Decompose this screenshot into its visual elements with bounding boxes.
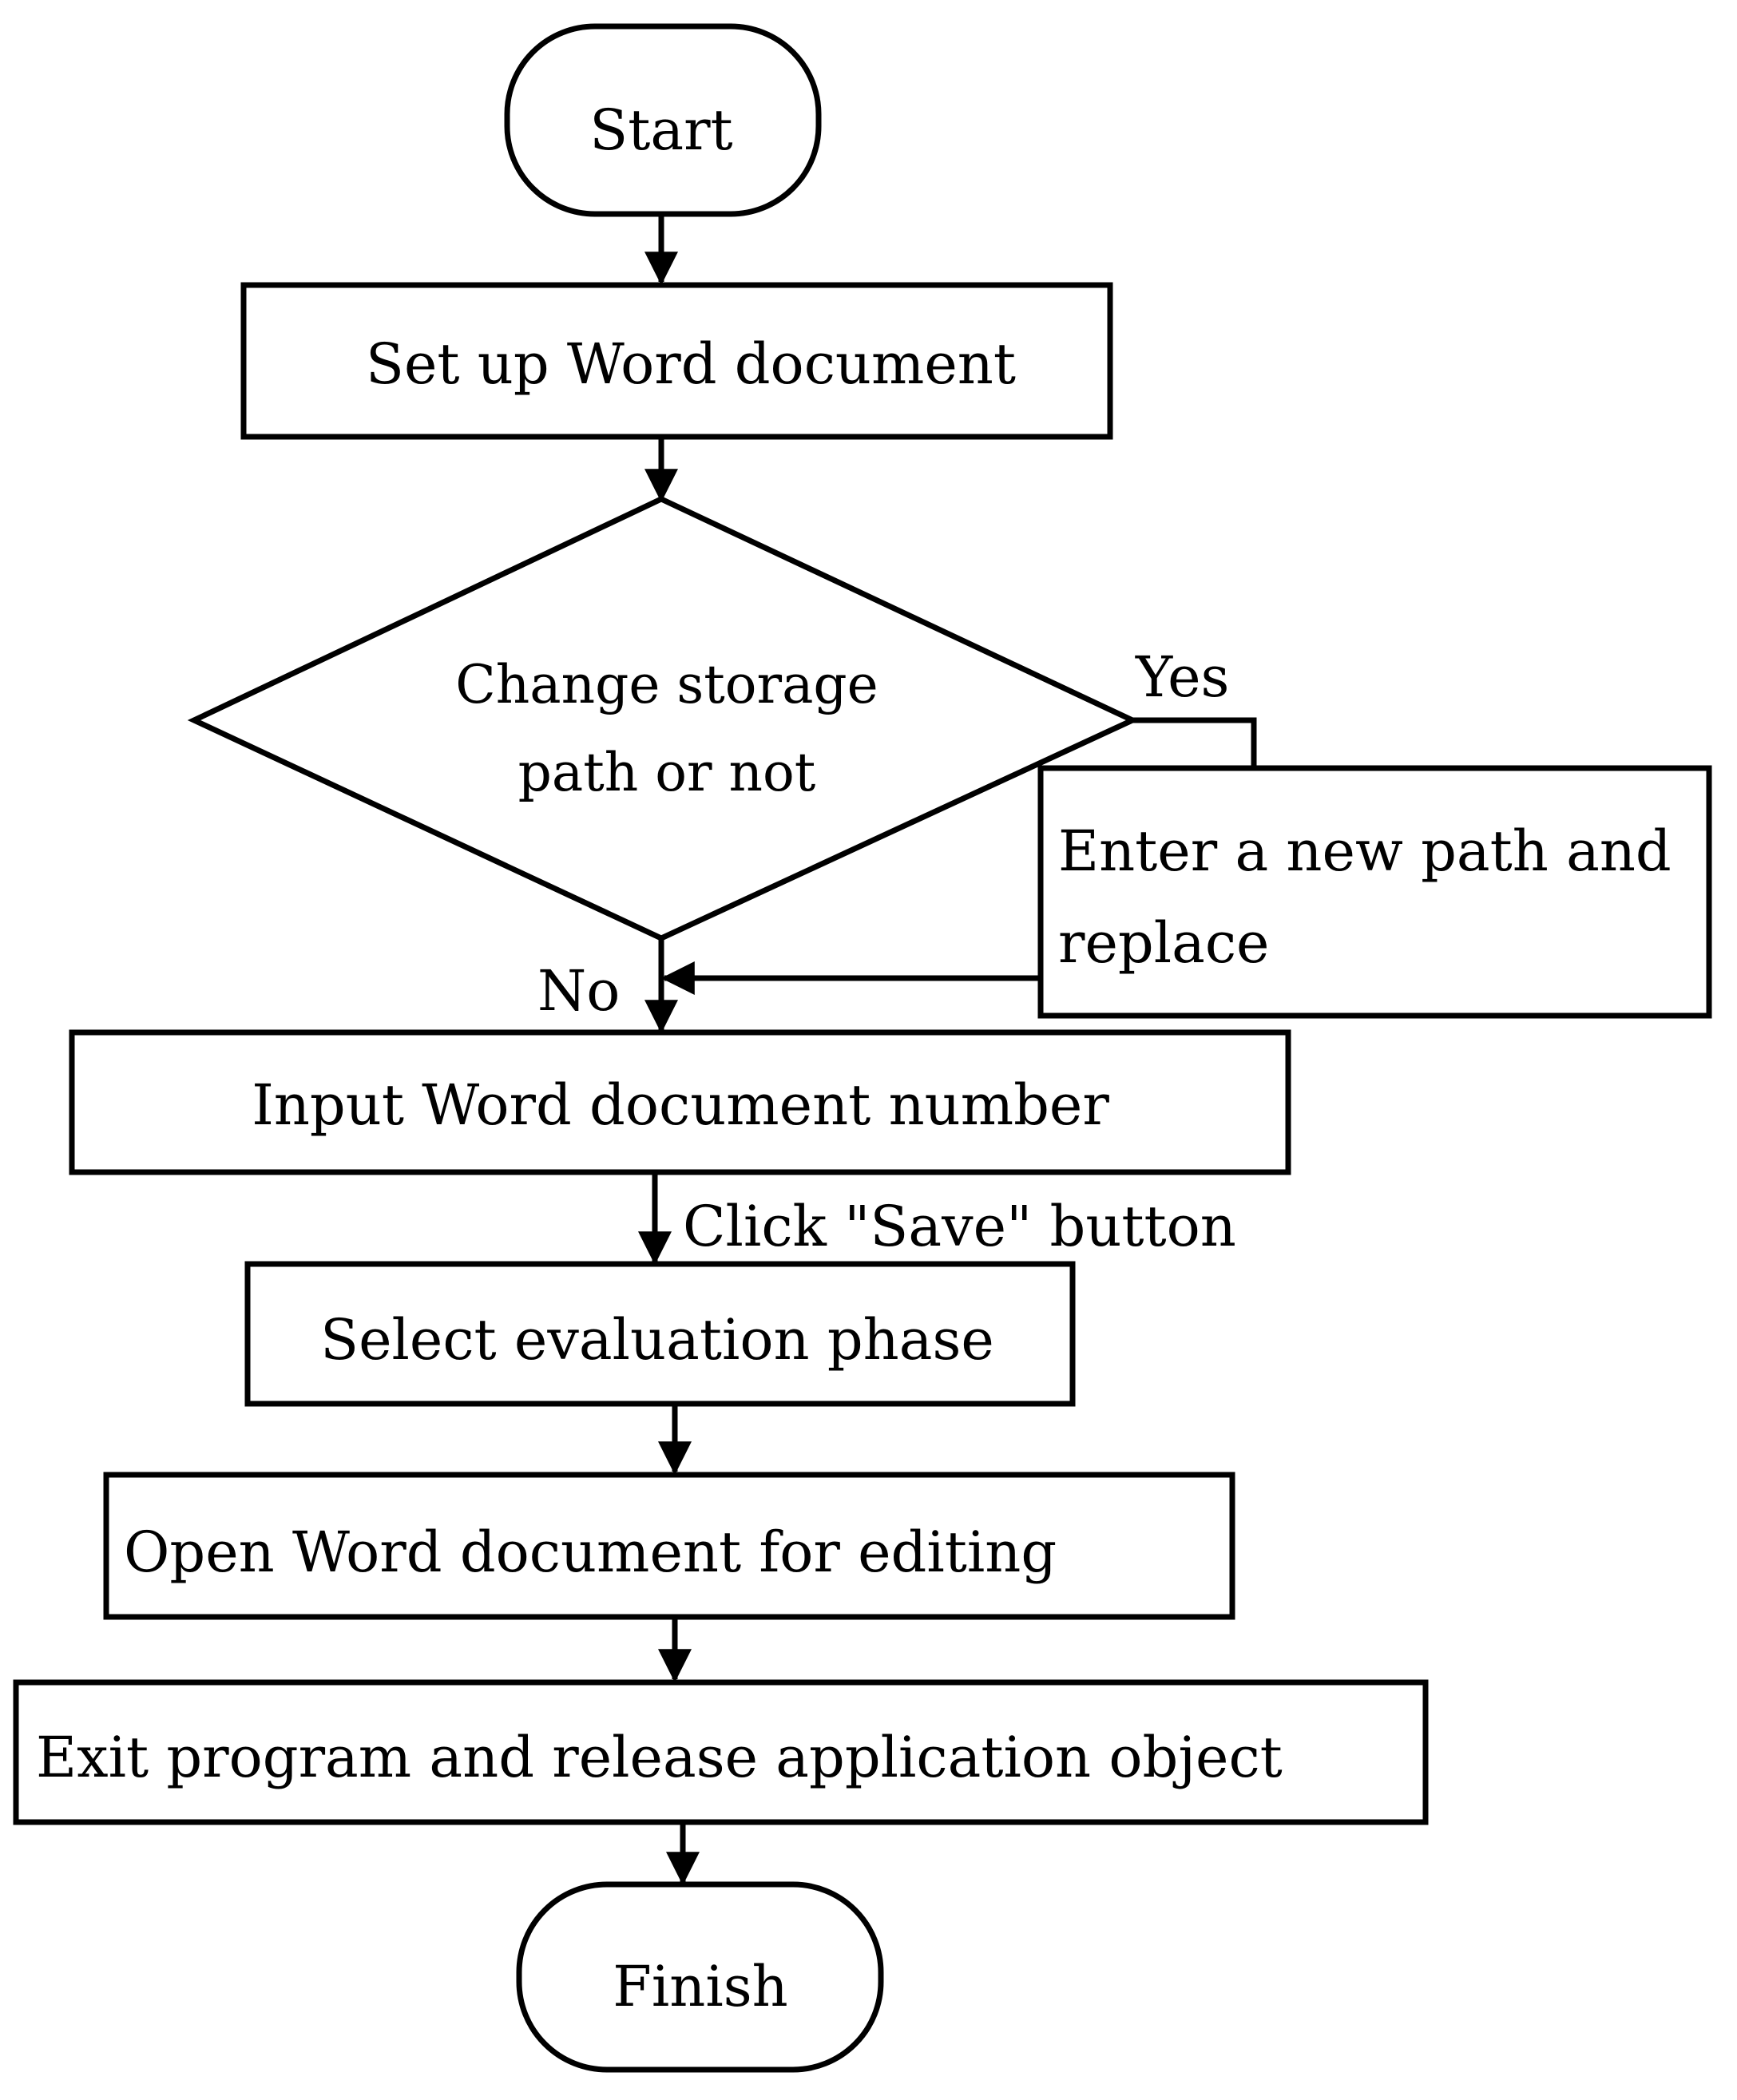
decision-label-line2: path or not — [518, 742, 816, 803]
new-path-label-line2: replace — [1058, 910, 1269, 976]
select-phase-label: Select evaluation phase — [320, 1307, 994, 1373]
new-path-label-line1: Enter a new path and — [1058, 818, 1672, 884]
input-number-label: Input Word document number — [252, 1072, 1109, 1138]
select-phase-node: Select evaluation phase — [244, 1261, 1076, 1407]
finish-node: Finish — [516, 1881, 884, 2073]
save-label: Click "Save" button — [683, 1194, 1236, 1259]
yes-label: Yes — [1135, 644, 1229, 710]
start-label: Start — [589, 97, 732, 163]
new-path-node: Enter a new path and replace — [1037, 765, 1712, 1019]
finish-label: Finish — [613, 1954, 787, 2019]
open-edit-node: Open Word document for editing — [103, 1472, 1235, 1620]
connector-yes-branch — [1132, 717, 1257, 768]
start-node: Start — [504, 23, 822, 217]
decision-label-line1: Change storage — [455, 654, 878, 715]
open-edit-label: Open Word document for editing — [124, 1520, 1057, 1585]
setup-label: Set up Word document — [366, 331, 1016, 397]
setup-node: Set up Word document — [240, 282, 1113, 440]
exit-label: Exit program and release application obj… — [36, 1725, 1283, 1790]
exit-node: Exit program and release application obj… — [13, 1679, 1429, 1825]
decision-node: Change storage path or not — [187, 496, 1140, 941]
no-label: No — [537, 958, 620, 1024]
input-number-node: Input Word document number — [69, 1029, 1291, 1175]
